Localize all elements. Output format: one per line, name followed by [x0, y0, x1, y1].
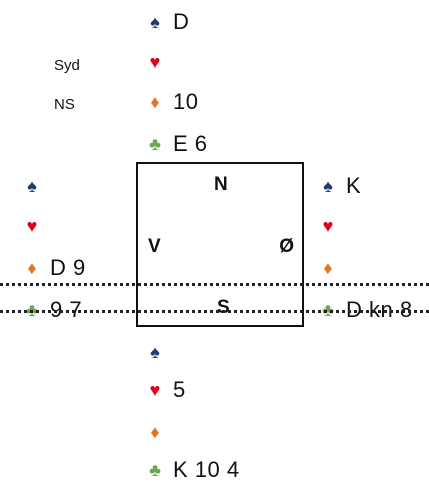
heart-icon: ♥ [322, 215, 334, 236]
heart-icon: ♥ [26, 215, 38, 236]
north-clubs-row: ♣ E 6 [145, 130, 208, 158]
club-icon: ♣ [149, 133, 161, 154]
club-icon: ♣ [322, 299, 334, 320]
south-clubs-row: ♣ K 10 4 [145, 456, 240, 484]
seat-north: N [214, 174, 228, 195]
seat-east: Ø [279, 236, 294, 257]
seat-south: S [217, 297, 230, 318]
north-diamonds-row: ♦ 10 [145, 88, 198, 116]
north-spades: D [173, 9, 190, 34]
table-box: N V Ø S [136, 162, 304, 327]
south-clubs: K 10 4 [173, 457, 240, 482]
west-diamonds: D 9 [50, 255, 86, 280]
west-clubs: 9 7 [50, 297, 83, 322]
north-diamonds: 10 [173, 89, 199, 114]
dotted-line-lower [0, 310, 429, 313]
south-hearts-row: ♥ 5 [145, 376, 186, 404]
spade-icon: ♠ [323, 175, 333, 196]
spade-icon: ♠ [27, 175, 37, 196]
heart-icon: ♥ [149, 379, 161, 400]
spade-icon: ♠ [150, 341, 160, 362]
east-spades-row: ♠ K [318, 172, 361, 200]
west-hearts-row: ♥ [22, 212, 50, 240]
seat-west: V [148, 236, 161, 257]
heart-icon: ♥ [149, 51, 161, 72]
club-icon: ♣ [149, 459, 161, 480]
north-spades-row: ♠ D [145, 8, 189, 36]
east-clubs-row: ♣ D kn 8 [318, 296, 413, 324]
north-hearts-row: ♥ [145, 48, 173, 76]
west-clubs-row: ♣ 9 7 [22, 296, 82, 324]
south-diamonds-row: ♦ [145, 418, 173, 446]
club-icon: ♣ [26, 299, 38, 320]
east-hearts-row: ♥ [318, 212, 346, 240]
south-spades-row: ♠ [145, 338, 173, 366]
vulnerability-label: NS [54, 96, 75, 113]
diamond-icon: ♦ [150, 91, 160, 112]
west-diamonds-row: ♦ D 9 [22, 254, 86, 282]
east-spades: K [346, 173, 362, 198]
east-diamonds-row: ♦ [318, 254, 346, 282]
west-spades-row: ♠ [22, 172, 50, 200]
diamond-icon: ♦ [150, 421, 160, 442]
dealer-label: Syd [54, 57, 80, 74]
spade-icon: ♠ [150, 11, 160, 32]
dotted-line-upper [0, 283, 429, 286]
diamond-icon: ♦ [323, 257, 333, 278]
south-hearts: 5 [173, 377, 186, 402]
diamond-icon: ♦ [27, 257, 37, 278]
east-clubs: D kn 8 [346, 297, 413, 322]
north-clubs: E 6 [173, 131, 208, 156]
